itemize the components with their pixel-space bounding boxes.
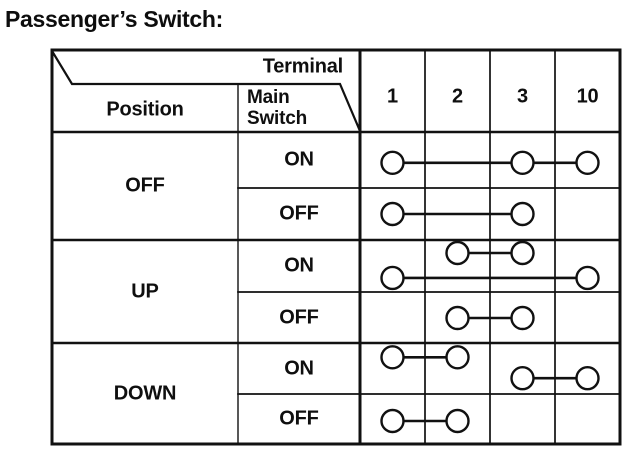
- main-switch-state-down-off: OFF: [279, 407, 319, 430]
- terminal-column-header-1: 1: [387, 85, 398, 108]
- position-label-off: OFF: [125, 174, 165, 197]
- table-grid-lines: [50, 48, 622, 446]
- terminal-circle-10: [575, 150, 600, 176]
- main-switch-state-off-on: ON: [284, 148, 314, 171]
- terminal-circle-3: [510, 365, 535, 391]
- terminal-circle-2: [445, 240, 470, 266]
- terminal-circle-2: [445, 305, 470, 331]
- main-switch-state-off-off: OFF: [279, 202, 319, 225]
- terminal-column-header-2: 2: [452, 85, 463, 108]
- position-label-up: UP: [131, 280, 159, 302]
- terminal-circle-1: [380, 345, 405, 370]
- header-diagonal-divider: [50, 49, 362, 133]
- terminal-circle-2: [445, 345, 470, 370]
- terminal-circle-3: [510, 240, 535, 266]
- continuity-connections: [380, 150, 600, 434]
- main-switch-state-up-on: ON: [284, 254, 314, 277]
- terminal-column-header-3: 3: [517, 85, 528, 108]
- main-switch-state-up-off: OFF: [279, 306, 319, 328]
- terminal-circle-3: [510, 305, 535, 331]
- terminal-circle-10: [575, 365, 600, 391]
- terminal-circle-10: [575, 265, 600, 291]
- position-header-label: Position: [106, 98, 184, 121]
- main-switch-state-down-on: ON: [284, 357, 314, 379]
- position-label-down: DOWN: [113, 382, 177, 404]
- page-title: Passenger’s Switch:: [5, 6, 223, 32]
- terminal-circle-3: [510, 150, 535, 176]
- terminal-circle-1: [380, 265, 405, 291]
- terminal-circle-1: [380, 201, 405, 227]
- terminal-header-label: Terminal: [262, 55, 343, 78]
- terminal-circle-1: [380, 150, 405, 176]
- main-switch-header-label: Main Switch: [247, 87, 308, 129]
- terminal-circle-3: [510, 201, 535, 227]
- terminal-column-header-10: 10: [576, 85, 599, 108]
- terminal-circle-1: [380, 408, 405, 434]
- terminal-circle-2: [445, 408, 470, 434]
